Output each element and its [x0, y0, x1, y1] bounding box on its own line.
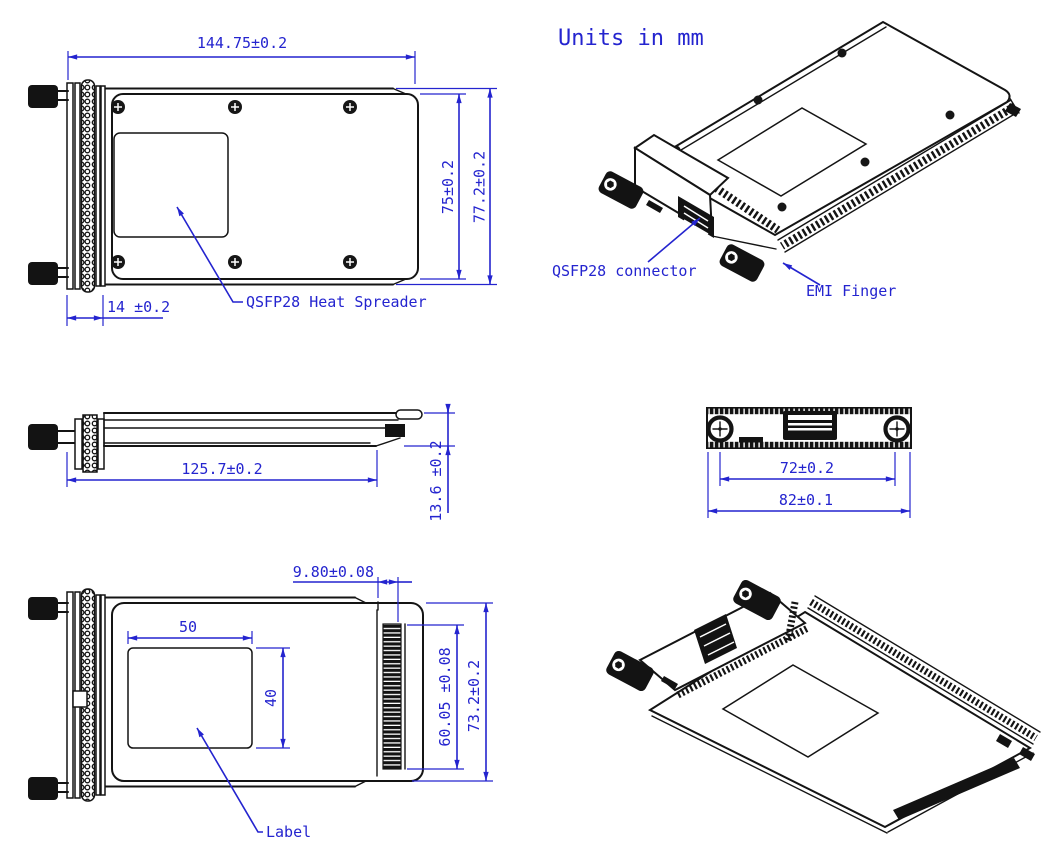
emi-finger-leader-arrow [782, 262, 821, 286]
view-side: 125.7±0.2 13.6 ±0.2 [28, 403, 455, 522]
iso-thumbscrew-left [598, 171, 644, 209]
thumbscrew-icon-bottom [28, 597, 69, 800]
view-top: 144.75±0.2 75±0.2 77.2±0.2 14 ±0.2 QSFP2… [28, 34, 497, 326]
dim-side-height: 13.6 ±0.2 [427, 440, 445, 521]
iso-heat-spreader [716, 107, 868, 197]
card-edge-fingers [382, 623, 402, 770]
dim-top-length: 144.75±0.2 [197, 34, 287, 52]
dim-top-overall-width: 77.2±0.2 [471, 151, 489, 223]
iso-card-edge-bar [893, 758, 1020, 820]
dim-top-emi-depth: 14 ±0.2 [107, 298, 170, 316]
view-bottom: 9.80±0.08 50 40 60.05 ±0.08 73.2±0.2 Lab… [28, 563, 493, 841]
label-callout-text: Label [266, 823, 311, 841]
dim-connector-length: 60.05 ±0.08 [436, 647, 454, 746]
dim-front-screw-spacing: 72±0.2 [780, 459, 834, 477]
iso-emi-edge-band [779, 102, 1018, 250]
connector-label: QSFP28 connector [552, 262, 697, 280]
connector-leader-arrow [647, 217, 701, 263]
front-screw-right [883, 415, 911, 443]
emi-finger-strip [66, 79, 106, 293]
view-iso-bottom [606, 579, 1041, 834]
iso-bottom-connector [694, 614, 737, 664]
label-outline [127, 647, 253, 749]
dim-label-width: 50 [179, 618, 197, 636]
thumbscrew-icon [28, 85, 69, 285]
iso-thumbscrew-right [719, 244, 765, 282]
iso-bottom-emi-collar [676, 624, 810, 699]
units-note: Units in mm [558, 26, 704, 51]
dim-bottom-edge-offset: 9.80±0.08 [293, 563, 374, 581]
screw-icon [111, 100, 357, 269]
view-iso-top: Units in mm [552, 20, 1021, 300]
heat-spreader-leader-arrow [176, 206, 243, 303]
emi-finger-label: EMI Finger [806, 282, 896, 300]
dim-top-body-width: 75±0.2 [439, 160, 457, 214]
iso-bottom-label [721, 664, 880, 758]
front-connector-port [783, 411, 837, 440]
emi-finger-strip-bottom [66, 588, 106, 802]
dim-bottom-body-width: 73.2±0.2 [465, 660, 483, 732]
iso-bottom-thumbscrew-right [733, 579, 781, 621]
dim-side-length: 125.7±0.2 [181, 460, 262, 478]
label-leader-arrow [196, 727, 263, 833]
heat-spreader-label: QSFP28 Heat Spreader [246, 293, 427, 311]
front-screw-left [706, 415, 734, 443]
dim-front-width: 82±0.1 [779, 491, 833, 509]
iso-bottom-thumbscrew-left [606, 650, 654, 692]
heat-spreader-outline [113, 132, 229, 238]
pull-tab [395, 409, 423, 420]
view-front: 72±0.2 82±0.1 [706, 407, 912, 518]
dim-label-height: 40 [262, 689, 280, 707]
